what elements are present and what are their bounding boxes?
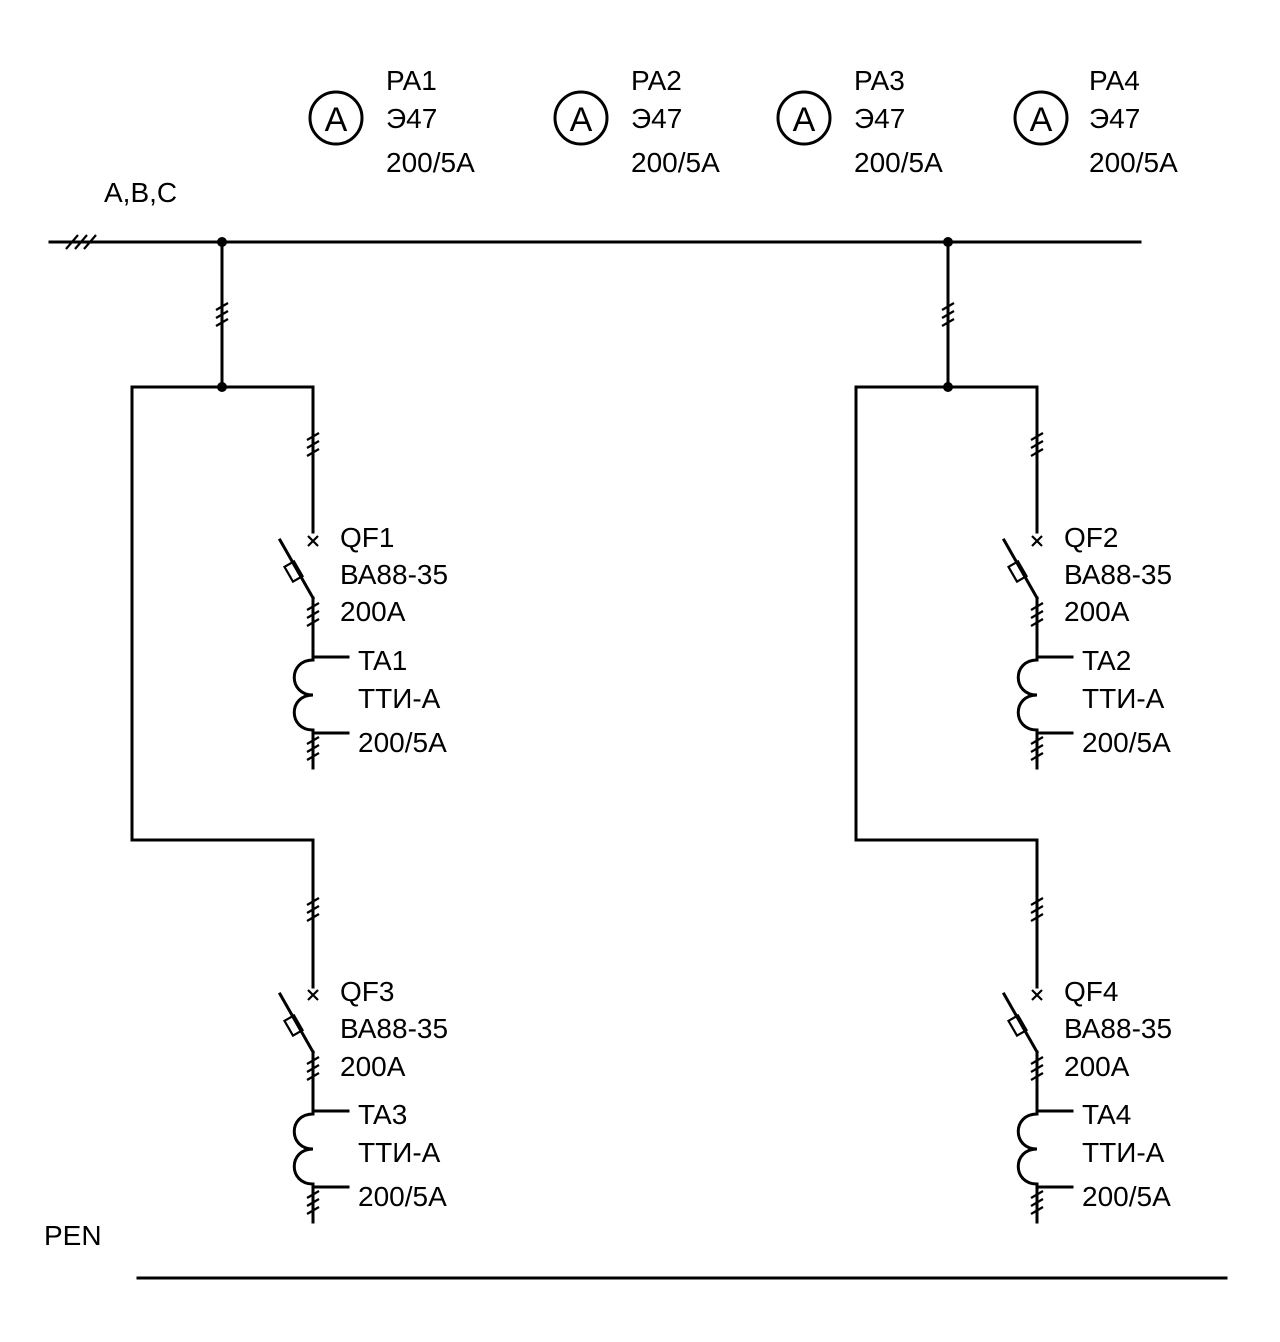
ammeter-name: PA1 — [386, 65, 437, 96]
three-phase-tick-icon — [1030, 1190, 1044, 1215]
breaker-contact-x-icon — [1031, 989, 1043, 1001]
right-loop-wire — [854, 385, 1039, 842]
bus-label: A,B,C — [104, 177, 177, 208]
breaker-contact-x-icon — [307, 535, 319, 547]
ammeter-pa4: A PA4 Э47 200/5A — [1013, 65, 1178, 178]
transformer-rating: 200/5A — [358, 727, 447, 758]
three-phase-tick-icon — [306, 736, 320, 761]
breaker-rating: 200A — [340, 596, 406, 627]
three-phase-tick-icon — [1030, 736, 1044, 761]
current-transformer-coil-icon — [1016, 658, 1039, 732]
ammeter-type: Э47 — [854, 103, 905, 134]
ammeter-circle-icon — [553, 90, 609, 146]
ammeter-name: PA3 — [854, 65, 905, 96]
breaker-type: ВА88-35 — [1064, 1013, 1172, 1044]
breaker-release-icon — [1006, 1013, 1029, 1038]
ammeter-symbol: A — [570, 101, 593, 139]
breaker-contact-x-icon — [1031, 535, 1043, 547]
left-loop-wire — [130, 385, 315, 842]
breaker-name: QF4 — [1064, 976, 1118, 1007]
ammeter-type: Э47 — [1089, 103, 1140, 134]
three-phase-tick-icon — [215, 302, 229, 327]
feeder-qf4: QF4 ВА88-35 200A TA4 ТТИ-А 200/5A — [1001, 838, 1172, 1224]
three-phase-tick-icon — [1030, 897, 1044, 922]
transformer-name: TA1 — [358, 645, 407, 676]
pen-label: PEN — [44, 1220, 102, 1251]
three-phase-tick-icon — [306, 897, 320, 922]
transformer-rating: 200/5A — [358, 1181, 447, 1212]
current-transformer-coil-icon — [1016, 1112, 1039, 1186]
transformer-type: ТТИ-А — [1082, 683, 1165, 714]
breaker-blade-icon — [1001, 991, 1040, 1055]
breaker-blade-icon — [277, 991, 316, 1055]
ammeter-type: Э47 — [631, 103, 682, 134]
three-phase-tick-icon — [306, 432, 320, 457]
breaker-release-icon — [282, 1013, 305, 1038]
ammeter-circle-icon — [1013, 90, 1069, 146]
three-phase-tick-icon — [1030, 1056, 1044, 1081]
breaker-rating: 200A — [1064, 596, 1130, 627]
three-phase-tick-icon — [1030, 432, 1044, 457]
feeder-qf3: QF3 ВА88-35 200A TA3 ТТИ-А 200/5A — [277, 838, 448, 1224]
breaker-release-icon — [1006, 559, 1029, 584]
ammeter-name: PA4 — [1089, 65, 1140, 96]
breaker-blade-icon — [277, 537, 316, 601]
three-phase-tick-icon — [941, 302, 955, 327]
transformer-name: TA4 — [1082, 1099, 1131, 1130]
breaker-type: ВА88-35 — [340, 559, 448, 590]
ammeter-rating: 200/5A — [631, 147, 720, 178]
ammeter-symbol: A — [1030, 101, 1053, 139]
transformer-name: TA3 — [358, 1099, 407, 1130]
transformer-name: TA2 — [1082, 645, 1131, 676]
transformer-rating: 200/5A — [1082, 727, 1171, 758]
current-transformer-coil-icon — [292, 658, 315, 732]
ammeter-rating: 200/5A — [386, 147, 475, 178]
three-phase-tick-icon — [306, 1056, 320, 1081]
ammeter-pa2: A PA2 Э47 200/5A — [553, 65, 720, 178]
transformer-type: ТТИ-А — [358, 683, 441, 714]
three-phase-tick-icon — [1030, 602, 1044, 627]
feeder-qf1: QF1 ВА88-35 200A TA1 ТТИ-А 200/5A — [277, 385, 448, 770]
ammeter-name: PA2 — [631, 65, 682, 96]
breaker-release-icon — [282, 559, 305, 584]
breaker-name: QF3 — [340, 976, 394, 1007]
breaker-type: ВА88-35 — [1064, 559, 1172, 590]
breaker-blade-icon — [1001, 537, 1040, 601]
ammeter-circle-icon — [308, 90, 364, 146]
three-phase-tick-icon — [306, 1190, 320, 1215]
ammeter-rating: 200/5A — [1089, 147, 1178, 178]
transformer-rating: 200/5A — [1082, 1181, 1171, 1212]
transformer-type: ТТИ-А — [1082, 1137, 1165, 1168]
breaker-name: QF1 — [340, 522, 394, 553]
ammeter-symbol: A — [793, 101, 816, 139]
breaker-contact-x-icon — [307, 989, 319, 1001]
breaker-type: ВА88-35 — [340, 1013, 448, 1044]
ammeter-type: Э47 — [386, 103, 437, 134]
ammeter-circle-icon — [776, 90, 832, 146]
transformer-type: ТТИ-А — [358, 1137, 441, 1168]
three-phase-tick-icon — [306, 602, 320, 627]
ammeter-symbol: A — [325, 101, 348, 139]
ammeter-pa1: A PA1 Э47 200/5A — [308, 65, 475, 178]
breaker-rating: 200A — [1064, 1051, 1130, 1082]
current-transformer-coil-icon — [292, 1112, 315, 1186]
feeder-qf2: QF2 ВА88-35 200A TA2 ТТИ-А 200/5A — [1001, 385, 1172, 770]
three-phase-tick-icon — [65, 234, 97, 250]
ammeter-pa3: A PA3 Э47 200/5A — [776, 65, 943, 178]
breaker-rating: 200A — [340, 1051, 406, 1082]
breaker-name: QF2 — [1064, 522, 1118, 553]
ammeter-rating: 200/5A — [854, 147, 943, 178]
